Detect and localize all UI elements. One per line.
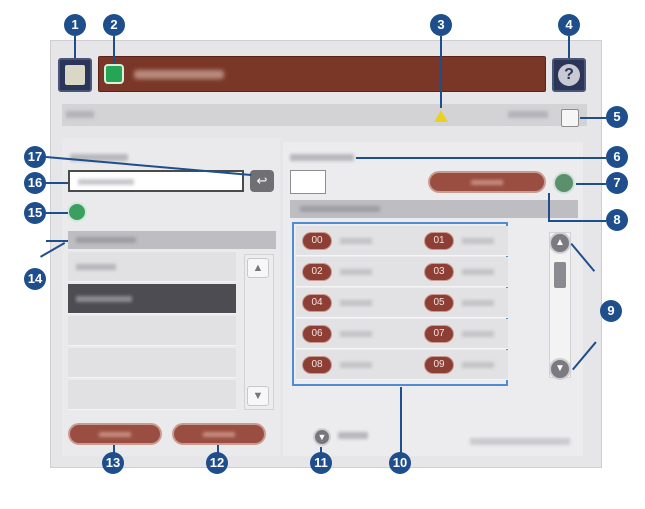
callout-16: 16: [24, 172, 46, 194]
callout-leader: [568, 36, 570, 58]
select-label: [508, 111, 548, 118]
backspace-button[interactable]: ↩: [250, 170, 274, 192]
help-button[interactable]: ?: [552, 58, 586, 92]
callout-3: 3: [430, 14, 452, 36]
callout-leader: [46, 212, 68, 214]
speed-dial-cell[interactable]: 05: [402, 288, 508, 318]
callout-13: 13: [102, 452, 124, 474]
more-options-label: [338, 432, 368, 439]
more-options-button[interactable]: ▼: [313, 428, 331, 446]
callout-8: 8: [606, 209, 628, 231]
speed-dial-cell[interactable]: 07: [402, 319, 508, 349]
home-button[interactable]: [58, 58, 92, 92]
speed-dial-badge: 03: [424, 263, 454, 281]
speed-dial-cell[interactable]: 02: [296, 257, 402, 287]
list-header: [68, 231, 276, 249]
app-badge-icon: [104, 64, 124, 84]
list-item-selected[interactable]: [68, 284, 236, 314]
callout-leader: [356, 157, 606, 159]
speed-dial-cell[interactable]: 04: [296, 288, 402, 318]
speed-dial-scroll-down-button[interactable]: ▼: [549, 358, 571, 380]
home-icon: [65, 65, 85, 85]
keypad-icon[interactable]: [67, 202, 87, 222]
callout-leader: [576, 183, 606, 185]
speed-dial-cell[interactable]: 01: [402, 226, 508, 256]
speed-dial-number-field[interactable]: [290, 170, 326, 194]
list-scroll-down-button[interactable]: ▼: [247, 386, 269, 406]
callout-11: 11: [310, 452, 332, 474]
speed-dial-cell[interactable]: 03: [402, 257, 508, 287]
callout-leader: [440, 36, 442, 108]
list-item[interactable]: [68, 316, 236, 346]
speed-dial-badge: 02: [302, 263, 332, 281]
app-title: [134, 70, 224, 79]
speed-dial-badge: 06: [302, 325, 332, 343]
help-icon: ?: [558, 64, 580, 86]
speed-dial-badge: 08: [302, 356, 332, 374]
callout-1: 1: [64, 14, 86, 36]
callout-leader: [580, 117, 606, 119]
callout-leader: [74, 36, 76, 58]
status-text: [66, 111, 94, 118]
footer-text: [470, 438, 570, 445]
callout-leader: [46, 182, 68, 184]
speed-dial-badge: 07: [424, 325, 454, 343]
speed-dial-label: [290, 154, 354, 161]
speed-dial-badge: 04: [302, 294, 332, 312]
callout-leader: [46, 240, 68, 242]
callout-leader: [400, 387, 402, 453]
callout-leader: [320, 447, 322, 455]
speed-dial-badge: 09: [424, 356, 454, 374]
speed-dial-scroll-up-button[interactable]: ▲: [549, 232, 571, 254]
callout-15: 15: [24, 202, 46, 224]
name-field-label: [70, 154, 128, 161]
speed-dial-cell[interactable]: 08: [296, 350, 402, 380]
callout-2: 2: [103, 14, 125, 36]
speed-dial-badge: 05: [424, 294, 454, 312]
speed-dial-cell[interactable]: 00: [296, 226, 402, 256]
speed-dial-list-header: [290, 200, 578, 218]
callout-leader: [113, 36, 115, 64]
list-scroll-up-button[interactable]: ▲: [247, 258, 269, 278]
details-button[interactable]: [172, 423, 266, 445]
callout-7: 7: [606, 172, 628, 194]
speed-dial-cell[interactable]: 06: [296, 319, 402, 349]
callout-9: 9: [600, 300, 622, 322]
speed-dial-badge: 01: [424, 232, 454, 250]
warning-triangle-icon[interactable]: [434, 110, 448, 122]
list-scrollbar[interactable]: [244, 254, 274, 410]
list-item[interactable]: [68, 252, 236, 282]
callout-leader: [113, 445, 115, 455]
list-item[interactable]: [68, 348, 236, 378]
delete-button[interactable]: [68, 423, 162, 445]
callout-5: 5: [606, 106, 628, 128]
select-checkbox[interactable]: [561, 109, 579, 127]
callout-leader: [217, 445, 219, 455]
callout-4: 4: [558, 14, 580, 36]
speed-dial-badge: 00: [302, 232, 332, 250]
callout-leader: [548, 193, 550, 221]
callout-leader: [548, 220, 606, 222]
callout-6: 6: [606, 146, 628, 168]
scroll-thumb[interactable]: [554, 262, 566, 288]
status-bar: [62, 104, 587, 126]
callout-12: 12: [206, 452, 228, 474]
search-icon[interactable]: [553, 172, 575, 194]
name-input[interactable]: [68, 170, 244, 192]
callout-17: 17: [24, 146, 46, 168]
callout-14: 14: [24, 268, 46, 290]
list-item[interactable]: [68, 380, 236, 410]
callout-10: 10: [389, 452, 411, 474]
speed-dial-cell[interactable]: 09: [402, 350, 508, 380]
speed-dial-edit-button[interactable]: [428, 171, 546, 193]
